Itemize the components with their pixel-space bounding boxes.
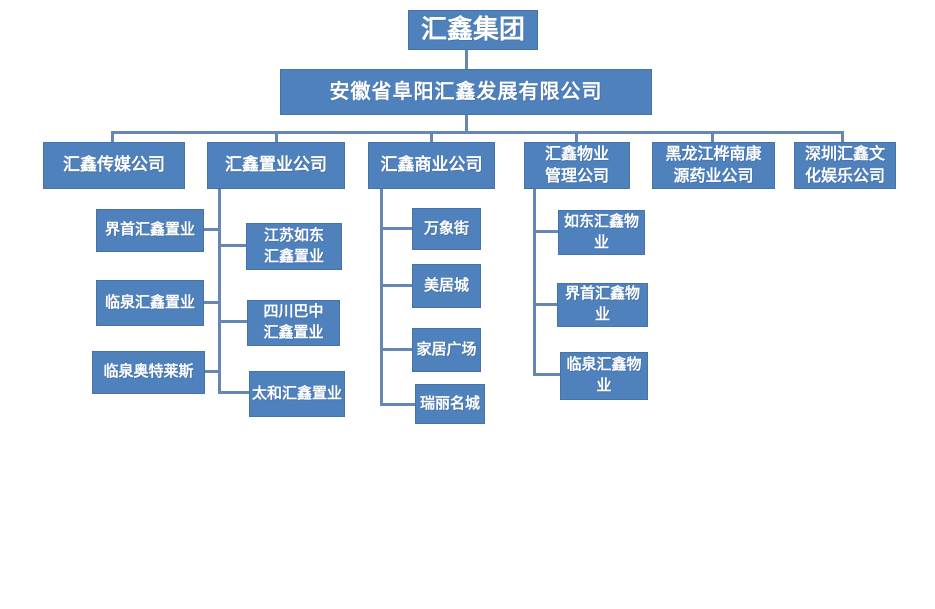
org-node-jiangsu-rudong-zhiye[interactable]: 江苏如东 汇鑫置业 <box>246 223 342 270</box>
org-node-linquan-zhiye[interactable]: 临泉汇鑫置业 <box>96 280 204 326</box>
org-node-culture-company[interactable]: 深圳汇鑫文 化娱乐公司 <box>794 142 896 189</box>
connector-drop-pharma <box>711 131 714 142</box>
connector-property-trunk <box>533 189 536 376</box>
connector-drop-realestate <box>275 131 278 142</box>
org-node-jieshou-zhiye[interactable]: 界首汇鑫置业 <box>96 209 204 252</box>
connector-stub-wanxiangjie <box>383 227 412 230</box>
org-node-group-root[interactable]: 汇鑫集团 <box>408 10 538 50</box>
org-node-commercial-company[interactable]: 汇鑫商业公司 <box>368 142 495 189</box>
connector-rail <box>111 131 844 134</box>
org-node-taihe-zhiye[interactable]: 太和汇鑫置业 <box>249 371 345 417</box>
connector-stub-jiaju-guangchang <box>383 348 412 351</box>
connector-drop-media <box>111 131 114 142</box>
org-node-jiaju-guangchang[interactable]: 家居广场 <box>412 328 481 372</box>
org-node-property-company[interactable]: 汇鑫物业 管理公司 <box>524 142 630 189</box>
org-node-meijucheng[interactable]: 美居城 <box>412 264 481 308</box>
connector-parent-rail <box>465 115 468 131</box>
connector-elbow-taihe <box>218 391 249 394</box>
org-node-wanxiangjie[interactable]: 万象街 <box>412 208 481 250</box>
org-node-realestate-company[interactable]: 汇鑫置业公司 <box>207 142 345 189</box>
connector-stub-linquan-outlets <box>204 370 218 373</box>
org-node-rudong-wuye[interactable]: 如东汇鑫物 业 <box>558 210 645 255</box>
org-node-pharma-company[interactable]: 黑龙江桦南康 源药业公司 <box>652 142 775 189</box>
connector-realestate-trunk <box>218 189 221 394</box>
org-node-jieshou-wuye[interactable]: 界首汇鑫物业 <box>557 283 648 327</box>
org-node-sichuan-bazhong-zhiye[interactable]: 四川巴中 汇鑫置业 <box>247 300 340 346</box>
connector-stub-meijucheng <box>383 284 412 287</box>
connector-drop-commercial <box>430 131 433 142</box>
connector-drop-property <box>575 131 578 142</box>
connector-stub-linquan-zhiye <box>204 301 218 304</box>
org-node-parent-company[interactable]: 安徽省阜阳汇鑫发展有限公司 <box>280 69 652 115</box>
connector-elbow-linquan-wuye <box>533 373 560 376</box>
org-node-ruili-mingcheng[interactable]: 瑞丽名城 <box>415 384 485 424</box>
org-node-media-company[interactable]: 汇鑫传媒公司 <box>43 142 185 189</box>
connector-stub-jiangsu-rudong <box>221 244 246 247</box>
connector-drop-culture <box>841 131 844 142</box>
connector-stub-sichuan-bazhong <box>221 320 247 323</box>
connector-commercial-trunk <box>380 189 383 406</box>
connector-stub-jieshou <box>204 228 218 231</box>
connector-stub-jieshou-wuye <box>536 303 557 306</box>
org-node-linquan-wuye[interactable]: 临泉汇鑫物 业 <box>560 352 648 400</box>
connector-elbow-ruili-mingcheng <box>380 403 415 406</box>
connector-root-parent <box>465 50 468 69</box>
connector-stub-rudong-wuye <box>536 230 558 233</box>
org-node-linquan-outlets[interactable]: 临泉奥特莱斯 <box>92 351 205 394</box>
